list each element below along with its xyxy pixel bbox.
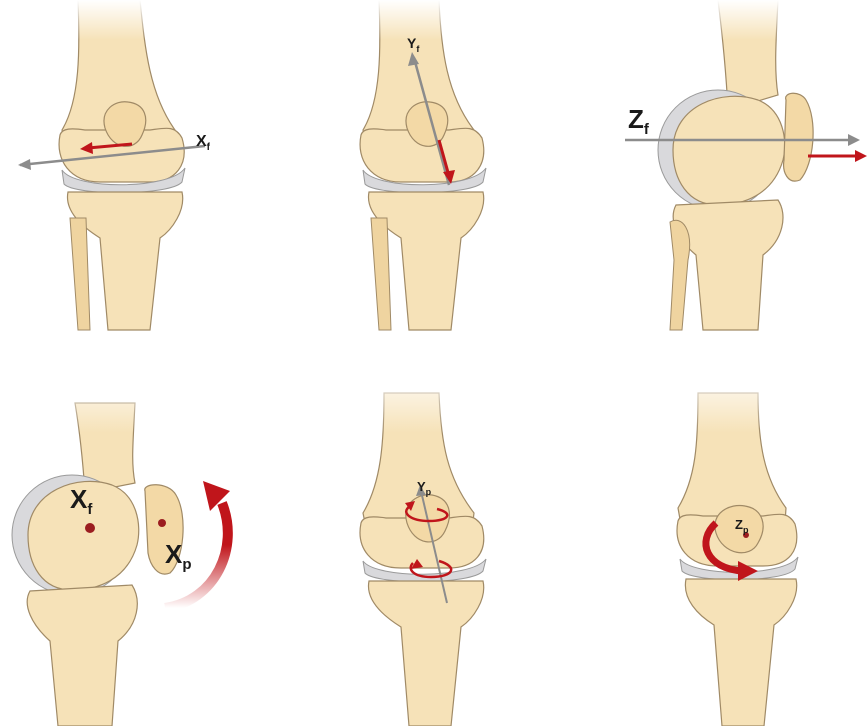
knee-front-view: Xf [0, 0, 289, 363]
fibula [371, 218, 391, 330]
panel-patella-x-rotation: Xf Xp [0, 363, 289, 726]
fade-top [578, 363, 867, 433]
panel-femur-y-translation: Yf [289, 0, 578, 363]
fade-top [0, 363, 289, 433]
tibia [27, 585, 137, 726]
axis-label-xf: Xf [196, 133, 211, 153]
panel-patella-y-rotation: Yp [289, 363, 578, 726]
knee-side-view: Zf [578, 0, 867, 363]
knee-front-view: Yf [289, 0, 578, 363]
fibula [70, 218, 90, 330]
knee-front-view: Yp [289, 363, 578, 726]
fade-top [289, 363, 578, 433]
fade-top [289, 0, 578, 40]
red-arrowhead [855, 150, 867, 162]
knee-side-view: Xf Xp [0, 363, 289, 726]
patella [784, 93, 813, 181]
axis-label-xp: Xp [165, 539, 192, 573]
fibula [670, 220, 690, 330]
tibia [685, 579, 796, 726]
xp-origin-dot [158, 519, 166, 527]
tibia [368, 581, 483, 726]
x-axis-arrowhead [18, 159, 31, 170]
knee-front-view: Zp [578, 363, 867, 726]
panel-femur-x-translation: Xf [0, 0, 289, 363]
panel-patella-z-rotation: Zp [578, 363, 867, 726]
fade-top [578, 0, 867, 40]
tibia [673, 200, 783, 330]
axis-label-zf: Zf [628, 104, 650, 138]
panel-femur-z-translation: Zf [578, 0, 867, 363]
z-axis-arrowhead [848, 134, 860, 146]
xf-origin-dot [85, 523, 95, 533]
fade-top [0, 0, 289, 40]
femur-condyle [673, 96, 785, 205]
